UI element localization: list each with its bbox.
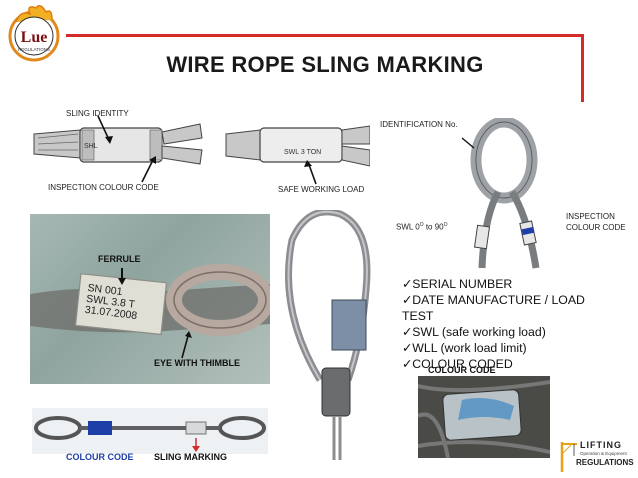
link-inspection-label-1: INSPECTION (566, 212, 615, 221)
ferrule-diagram (30, 104, 371, 196)
logo-text: Lue (21, 29, 48, 46)
colour-code-photo-label: COLOUR CODE (428, 365, 496, 375)
list-item: ✓DATE MANUFACTURE / LOAD TEST (402, 293, 585, 323)
colour-code-sleeve (88, 421, 112, 435)
left-rope-illustration (33, 123, 203, 165)
marking-ferrule (185, 421, 207, 435)
inspection-colour-code-label: INSPECTION COLOUR CODE (48, 183, 159, 192)
logo-line2: Operation & Equipment (580, 451, 627, 456)
ferrule-left-text: SHL (84, 143, 98, 150)
bottom-sling-photo (32, 408, 268, 454)
colour-code-photo (418, 376, 550, 458)
swl-angle-label: SWL 0O to 90O (396, 222, 448, 232)
right-rope-illustration (225, 125, 371, 167)
inspection-colour-arrow (141, 157, 155, 183)
identification-label: IDENTIFICATION No. (380, 120, 458, 129)
link-colour-band (521, 226, 535, 236)
logo-line3: REGULATIONS (576, 458, 634, 467)
lue-regulations-logo: Lue REGULATIONS (6, 4, 62, 64)
ferrule-label: FERRULE (98, 254, 141, 264)
bottom-sling-marking-label: SLING MARKING (154, 452, 227, 462)
marking-requirements-list: ✓SERIAL NUMBER ✓DATE MANUFACTURE / LOAD … (402, 276, 602, 372)
eye-thimble-label: EYE WITH THIMBLE (154, 358, 240, 368)
ferrule-engraving: SN 001 SWL 3.8 T 31.07.2008 (84, 282, 140, 322)
tag-plate (331, 299, 367, 351)
link-inspection-label-2: COLOUR CODE (566, 223, 626, 232)
lifting-regulations-logo: LIFTING Operation & Equipment REGULATION… (558, 438, 634, 474)
list-item: ✓SWL (safe working load) (402, 325, 546, 339)
list-item: ✓COLOUR CODED (402, 357, 513, 371)
title-frame (66, 34, 584, 102)
sling-identity-label: SLING IDENTITY (66, 109, 129, 118)
safe-working-load-label: SAFE WORKING LOAD (278, 185, 365, 194)
master-link-diagram (460, 116, 560, 278)
hanging-sling-photo (278, 208, 398, 460)
hanging-ferrule (321, 367, 351, 417)
ferrule-photo (30, 214, 274, 384)
list-item: ✓SERIAL NUMBER (402, 277, 513, 291)
logo-line1: LIFTING (580, 440, 622, 450)
bottom-colour-code-label: COLOUR CODE (66, 452, 134, 462)
logo-subtext: REGULATIONS (18, 47, 50, 52)
page-title: WIRE ROPE SLING MARKING (166, 52, 484, 77)
ferrule-right-text: SWL 3 TON (284, 149, 322, 156)
list-item: ✓WLL (work load limit) (402, 341, 527, 355)
